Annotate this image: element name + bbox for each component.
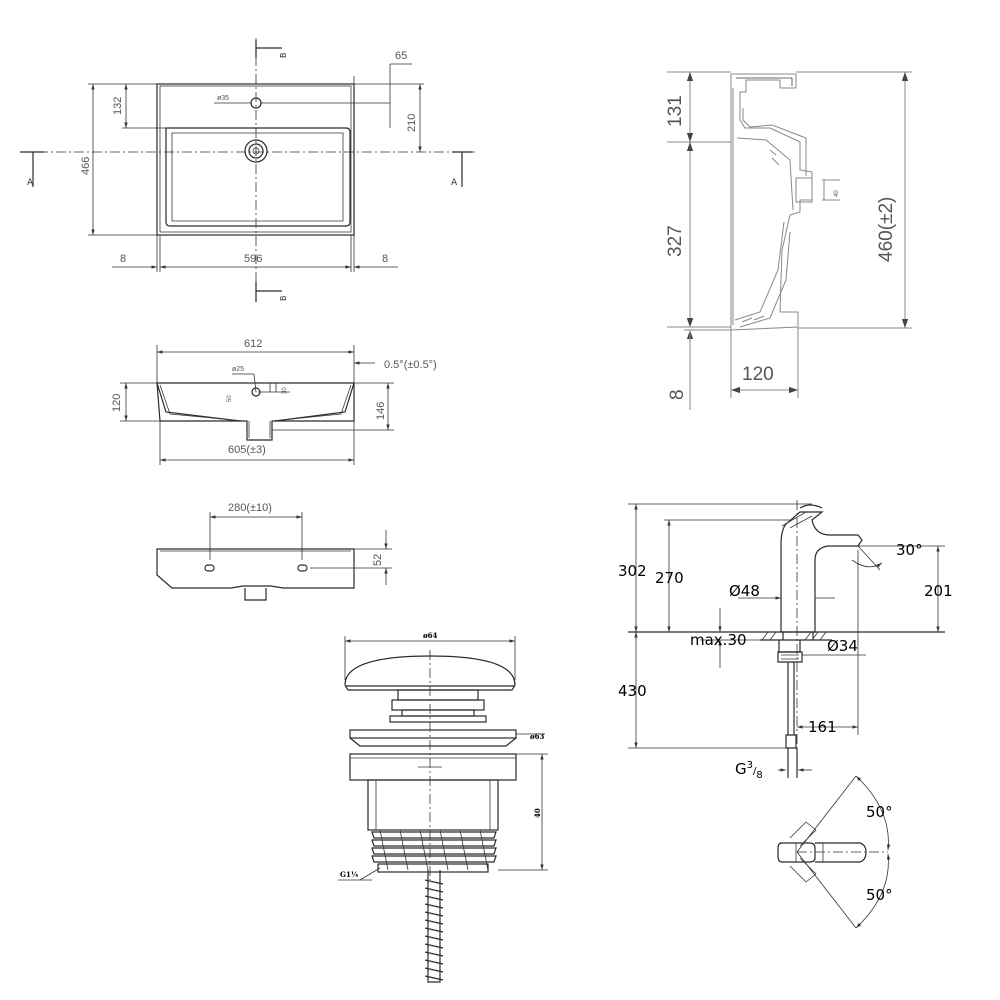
dim-flange-dia: ø63 xyxy=(530,732,545,741)
dim-hole-height: 52 xyxy=(372,554,384,566)
drain-cap xyxy=(344,655,516,691)
dim-small-30: 30 xyxy=(282,387,288,394)
drain-body xyxy=(367,779,499,831)
dim-tolerance-angle: 0.5°(±0.5°) xyxy=(384,359,437,371)
dim-top-width: 612 xyxy=(244,338,262,350)
section-profile xyxy=(730,73,813,331)
dim-reach: 161 xyxy=(808,718,837,736)
section-a-right: A xyxy=(451,178,458,188)
dim-mount-spacing: 280(±10) xyxy=(228,502,272,514)
dim-width: 596 xyxy=(244,253,262,265)
dim-section-depth: 120 xyxy=(742,364,774,385)
dim-height-right: 146 xyxy=(375,402,387,420)
dim-side-right: 8 xyxy=(382,253,388,265)
drain-hole xyxy=(244,139,268,163)
drain-flange xyxy=(349,729,517,739)
dim-section-top: 131 xyxy=(665,95,686,127)
dim-connection: G3/8 xyxy=(735,760,763,781)
basin-outline xyxy=(156,83,355,236)
dim-handle-angle-2: 50° xyxy=(866,886,893,904)
mount-hole-left xyxy=(204,564,215,572)
dim-thread: G1¼ xyxy=(340,870,359,879)
section-b-top: B xyxy=(279,53,288,59)
basin-top-view: A A B B 466 132 ø35 65 210 xyxy=(20,38,475,302)
dim-spout-height: 270 xyxy=(655,569,684,587)
dim-section-bottom: 8 xyxy=(667,389,688,400)
basin-front-view: ø25 50 30 612 0.5°(±0.5°) 120 146 605(±3… xyxy=(111,338,437,465)
dim-spout-clearance: 201 xyxy=(924,582,953,600)
dim-cap-dia: ø64 xyxy=(423,631,438,640)
dim-tap-dia: ø35 xyxy=(217,95,229,102)
dim-section-mid: 327 xyxy=(665,225,686,257)
bowl-outline xyxy=(165,127,351,227)
dim-bottom-width: 605(±3) xyxy=(228,444,266,456)
section-b-bottom: B xyxy=(279,296,288,302)
basin-side-section: 40 131 327 8 460(±2) 120 xyxy=(665,71,912,410)
basin-rear-view: 280(±10) 52 xyxy=(156,502,392,601)
dim-body-height: 40 xyxy=(533,808,542,818)
drain-valve: ø64 ø63 40 G1¼ xyxy=(338,631,548,983)
dim-drain-offset: 210 xyxy=(406,114,418,132)
dim-spout-angle: 30° xyxy=(896,541,923,559)
faucet-drawing: 302 270 30° 201 Ø48 max.30 Ø34 430 161 G… xyxy=(618,500,953,929)
dim-base-dia: Ø34 xyxy=(827,637,858,655)
dim-side-left: 8 xyxy=(120,253,126,265)
dim-edge-offset: 65 xyxy=(395,50,407,62)
faucet-body xyxy=(780,511,863,633)
mount-hole-right xyxy=(297,564,308,572)
handle-rotation-view: 50° 50° xyxy=(777,775,893,929)
section-a-left: A xyxy=(27,178,34,188)
dim-tap-offset: 132 xyxy=(112,97,124,115)
front-outline xyxy=(156,382,355,441)
dim-faucet-total: 302 xyxy=(618,562,647,580)
dim-handle-angle-1: 50° xyxy=(866,803,893,821)
rear-outline xyxy=(156,548,355,589)
dim-max-deck: max.30 xyxy=(690,631,747,649)
dim-below-deck: 430 xyxy=(618,682,647,700)
dim-small-50: 50 xyxy=(227,395,233,402)
dim-overflow-dia: ø25 xyxy=(232,366,244,373)
dim-section-total: 460(±2) xyxy=(876,197,897,262)
dim-section-small: 40 xyxy=(834,190,840,197)
dim-depth: 466 xyxy=(80,157,92,175)
dim-body-dia: Ø48 xyxy=(729,582,760,600)
dim-height-left: 120 xyxy=(111,394,123,412)
